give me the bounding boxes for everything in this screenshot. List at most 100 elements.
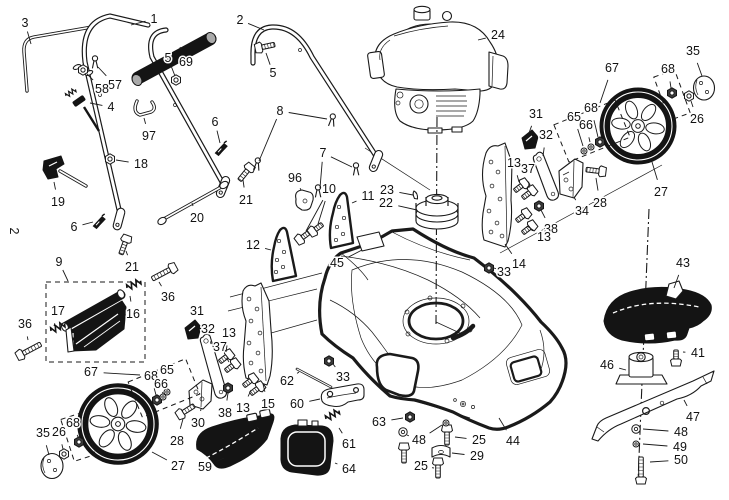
callout-label: 59 — [198, 460, 212, 474]
callout-label: 9 — [56, 255, 63, 269]
callout-label: 12 — [246, 238, 260, 252]
callout-label: 69 — [179, 55, 193, 69]
side-plate-right — [481, 142, 513, 248]
callout-label: 30 — [191, 416, 205, 430]
pulley-key — [412, 190, 419, 200]
callout-label: 48 — [412, 433, 426, 447]
callout-label: 35 — [36, 426, 50, 440]
callout-label: 28 — [593, 196, 607, 210]
callout-label: 38 — [218, 406, 232, 420]
leader-line — [347, 249, 363, 258]
leader-line — [226, 392, 229, 401]
adjuster-lever-left — [199, 333, 228, 399]
callout-label: 13 — [537, 230, 551, 244]
leader-line — [642, 443, 668, 447]
callout-label: 67 — [84, 365, 98, 379]
leader-line — [573, 196, 577, 201]
callout-label: 22 — [379, 196, 393, 210]
leader-line — [504, 243, 513, 254]
callout-label: 41 — [691, 346, 705, 360]
callout-label: 31 — [190, 304, 204, 318]
callout-label: 35 — [686, 44, 700, 58]
leader-line — [540, 209, 546, 219]
callout-label: 38 — [544, 222, 558, 236]
leader-line — [451, 452, 465, 455]
leader-line — [45, 445, 50, 456]
leader-line — [542, 147, 545, 157]
wheel-bracket-right — [558, 158, 584, 199]
leader-line — [288, 112, 328, 120]
leader-line — [299, 187, 302, 191]
handle-assembly — [22, 13, 385, 232]
cable-clamp — [295, 189, 314, 211]
upper-handle — [81, 13, 232, 232]
callout-label: 61 — [342, 437, 356, 451]
callout-label: 34 — [575, 204, 589, 218]
leader-line — [153, 388, 157, 396]
callout-label: 11 — [362, 189, 375, 203]
leader-line — [399, 191, 414, 196]
callout-label: 63 — [372, 415, 386, 429]
callout-label: 68 — [144, 369, 158, 383]
callout-label: 3 — [22, 16, 29, 30]
leader-line — [247, 22, 265, 31]
leader-line — [191, 202, 194, 207]
leader-line — [82, 221, 94, 226]
callout-label: 25 — [472, 433, 486, 447]
callout-label: 33 — [336, 370, 350, 384]
leader-line — [86, 73, 94, 81]
leader-line — [319, 161, 323, 189]
starter-knob — [42, 155, 88, 188]
callout-label: 24 — [491, 28, 505, 42]
callout-label: 57 — [108, 78, 122, 92]
leader-line — [61, 444, 64, 450]
callout-label: 27 — [654, 185, 668, 199]
callout-label: 36 — [161, 290, 175, 304]
leader-line — [242, 179, 245, 188]
leader-line — [151, 451, 168, 461]
leader-line — [696, 62, 703, 77]
callout-label: 23 — [380, 183, 394, 197]
leader-line — [398, 205, 418, 211]
leader-line — [262, 383, 266, 392]
leader-line — [334, 462, 338, 465]
brackets-and-plates — [184, 129, 584, 410]
callout-label: 66 — [579, 118, 593, 132]
leader-line — [129, 295, 132, 302]
leader-line — [305, 199, 324, 232]
leader-line — [53, 181, 56, 190]
leader-line — [673, 274, 680, 289]
callout-label: 48 — [674, 425, 688, 439]
callout-label: 1 — [151, 12, 158, 26]
adjuster-knob-left — [184, 319, 202, 340]
handle-bracket-right — [328, 191, 355, 250]
callout-label: 25 — [414, 459, 428, 473]
mulch-cover — [603, 280, 712, 344]
leader-line — [599, 79, 609, 104]
hubcap-left — [40, 452, 64, 480]
wing-bolt — [72, 63, 94, 77]
leader-line — [62, 269, 69, 282]
leader-line — [619, 367, 627, 371]
handle-grip — [131, 31, 217, 87]
callout-label: 4 — [108, 100, 115, 114]
leader-line — [89, 102, 103, 106]
callout-label: 19 — [51, 195, 65, 209]
leader-line — [264, 247, 272, 251]
callout-label: 68 — [66, 416, 80, 430]
blade-clamp — [431, 444, 451, 458]
callout-label: 6 — [212, 115, 219, 129]
callout-label: 14 — [512, 257, 526, 271]
callout-label: 60 — [290, 397, 304, 411]
callout-label: 49 — [673, 440, 687, 454]
callout-label: 13 — [507, 156, 521, 170]
callout-label: 13 — [236, 401, 250, 415]
callout-label: 97 — [142, 129, 156, 143]
leader-line — [330, 156, 353, 168]
projection-lines — [227, 147, 663, 340]
blade-assembly — [591, 351, 715, 442]
leader-line — [258, 118, 278, 162]
